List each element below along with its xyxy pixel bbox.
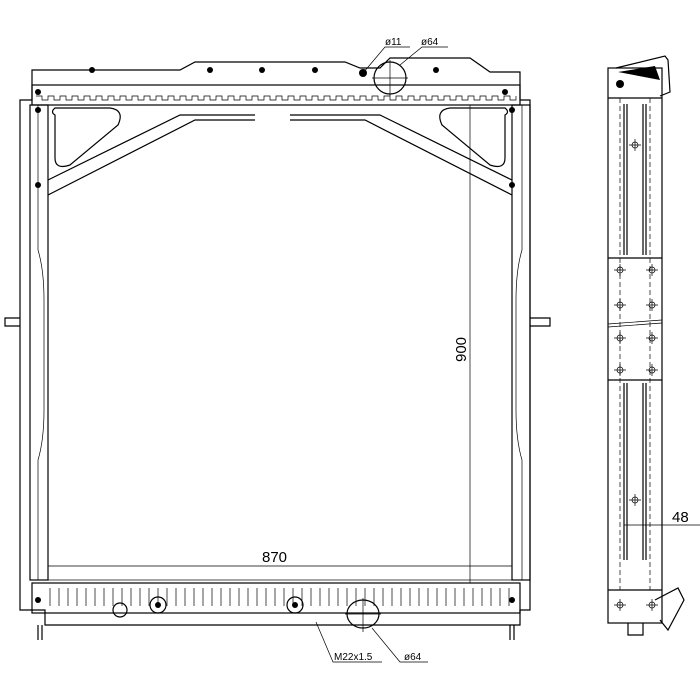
bolt — [89, 67, 95, 73]
side-top-inlet-shade — [618, 66, 660, 80]
left-brace — [47, 114, 255, 196]
radiator-core — [47, 104, 513, 581]
bolt — [433, 67, 439, 73]
bolt — [509, 597, 515, 603]
bolt — [509, 182, 515, 188]
top-tank — [31, 84, 521, 106]
side-top-inlet — [615, 55, 671, 97]
right-bracket-window — [439, 107, 509, 168]
bottom-callout-leaders — [315, 621, 428, 663]
boss — [112, 602, 128, 618]
bolt-markers — [35, 67, 515, 603]
top-small-hole-label: ø11 — [385, 37, 402, 48]
top-tank-teeth — [36, 95, 517, 101]
bottom-bosses — [112, 596, 304, 618]
bolt-centerline — [614, 599, 626, 611]
tank-tooth-row — [36, 95, 517, 101]
bolt-centerline — [646, 364, 658, 376]
side-bolt-markers — [614, 139, 658, 611]
bottom-pins — [37, 625, 515, 640]
left-column-profile — [37, 105, 45, 580]
top-inlet-centerline — [372, 60, 408, 96]
bolt-centerline — [614, 332, 626, 344]
drain-thread-label: M22x1.5 — [334, 652, 373, 663]
bolt-centerline — [614, 264, 626, 276]
side-split-line — [607, 319, 663, 328]
side-hidden-lines — [619, 98, 651, 590]
width-dimension-label: 870 — [262, 549, 287, 566]
right-brace — [290, 114, 513, 196]
left-mount-bracket — [4, 317, 20, 327]
depth-dimension-label: 48 — [672, 509, 689, 526]
right-column-profile — [515, 105, 523, 580]
bolt — [502, 89, 508, 95]
side-section-lines — [608, 97, 662, 591]
bolt-centerline — [614, 364, 626, 376]
bolt-centerline — [629, 139, 641, 151]
boss — [149, 596, 167, 614]
top-inlet-label: ø64 — [421, 37, 439, 48]
bottom-tank — [31, 582, 521, 614]
bolt — [35, 182, 41, 188]
side-view: 48 — [607, 55, 700, 636]
height-dimension-label: 900 — [453, 337, 470, 362]
bolt — [35, 89, 41, 95]
bolt — [259, 67, 265, 73]
side-channels — [623, 104, 647, 560]
bolt-centerline — [614, 299, 626, 311]
bolt — [35, 107, 41, 113]
left-bracket-window — [51, 107, 121, 168]
right-side-column — [511, 104, 531, 581]
right-mount-bracket — [530, 317, 551, 327]
left-side-column — [29, 104, 49, 581]
height-dimension-line — [466, 104, 474, 584]
top-callout-leaders — [362, 46, 448, 74]
bolt — [35, 597, 41, 603]
bolt-centerline — [629, 494, 641, 506]
boss-center — [292, 602, 298, 608]
bolt — [509, 107, 515, 113]
side-top-bolt — [616, 80, 624, 88]
bolt — [207, 67, 213, 73]
bottom-outlet-label: ø64 — [404, 652, 422, 663]
bolt-centerline — [646, 299, 658, 311]
bolt-centerline — [646, 332, 658, 344]
bolt-centerline — [646, 264, 658, 276]
width-dimension-line — [47, 560, 513, 572]
side-outline — [607, 67, 663, 624]
bolt — [312, 67, 318, 73]
bolt-centerline — [646, 599, 658, 611]
bottom-outlet-centerline — [345, 598, 381, 632]
front-view: 900 870 ø11 ø64 M22x1.5 ø64 — [4, 37, 551, 663]
boss — [286, 596, 304, 614]
bottom-tank-fins — [49, 588, 510, 606]
side-bottom-outlet — [627, 587, 685, 636]
boss-center — [155, 602, 161, 608]
